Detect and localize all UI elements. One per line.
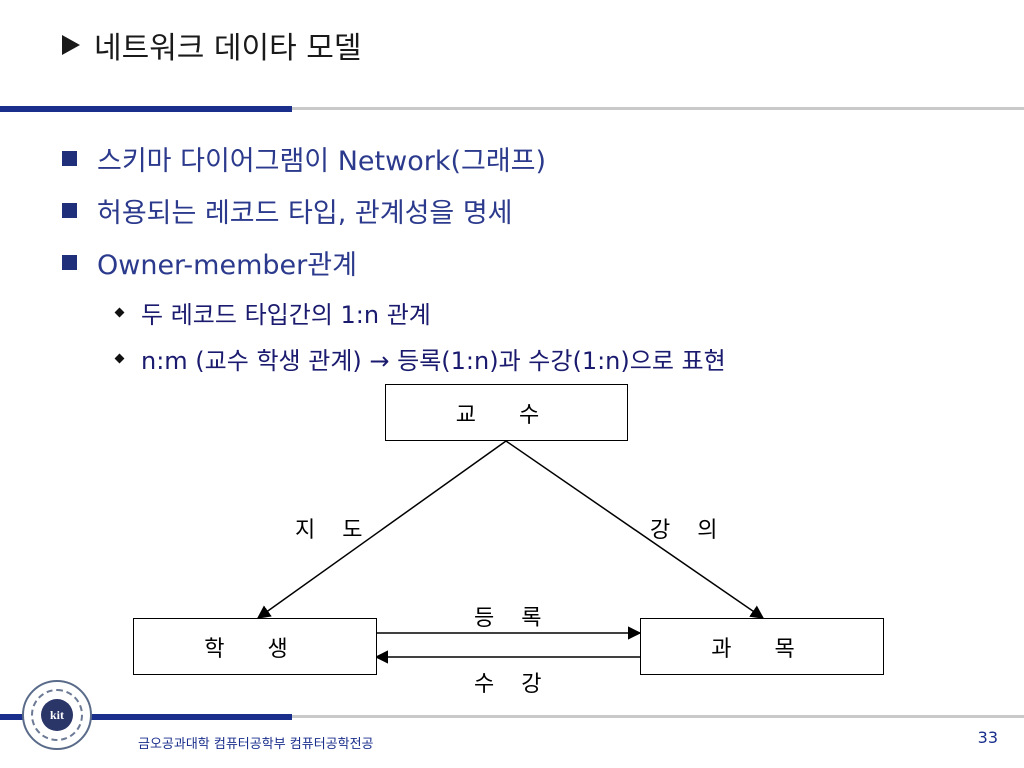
bullet-item: 허용되는 레코드 타입, 관계성을 명세 [62, 191, 513, 229]
footer-institution: 금오공과대학 컴퓨터공학부 컴퓨터공학전공 [138, 737, 374, 752]
university-logo: kit [22, 680, 92, 750]
edge-label-take: 수 강 [474, 672, 552, 697]
bullet-item: Owner-member관계 [62, 243, 357, 281]
edge-label-enroll: 등 록 [474, 606, 552, 631]
title-rule-accent [0, 106, 292, 112]
sub-bullet-item: n:m (교수 학생 관계) → 등록(1:n)과 수강(1:n)으로 표현 [114, 340, 726, 376]
footer-rule [292, 715, 1024, 718]
bullet-text: Owner-member관계 [97, 249, 357, 281]
bullet-text: 허용되는 레코드 타입, 관계성을 명세 [97, 197, 513, 229]
sub-bullet-text: 두 레코드 타입간의 1:n 관계 [141, 300, 431, 329]
square-bullet-icon [62, 202, 77, 218]
node-professor: 교 수 [385, 384, 628, 441]
edge-label-advise: 지 도 [295, 518, 373, 543]
diamond-bullet-icon [114, 307, 125, 317]
page-number: 33 [977, 728, 998, 747]
node-label: 학 생 [204, 636, 306, 662]
slide-title-row: 네트워크 데이타 모델 [62, 22, 361, 68]
sub-bullet-text: n:m (교수 학생 관계) → 등록(1:n)과 수강(1:n)으로 표현 [141, 346, 726, 375]
node-label: 교 수 [455, 402, 558, 428]
diamond-bullet-icon [114, 353, 125, 363]
title-rule [292, 107, 1024, 110]
bullet-item: 스키마 다이어그램이 Network(그래프) [62, 139, 546, 177]
bullet-text: 스키마 다이어그램이 Network(그래프) [97, 145, 547, 177]
play-triangle-icon [62, 35, 80, 55]
logo-text: kit [41, 699, 73, 731]
node-student: 학 생 [133, 618, 377, 675]
square-bullet-icon [62, 150, 77, 166]
square-bullet-icon [62, 254, 77, 270]
slide-title: 네트워크 데이타 모델 [94, 31, 362, 66]
node-course: 과 목 [640, 618, 884, 675]
logo-ring: kit [31, 689, 83, 741]
node-label: 과 목 [711, 636, 813, 662]
edge-label-lecture: 강 의 [650, 518, 728, 543]
footer-rule-accent [0, 714, 292, 720]
sub-bullet-item: 두 레코드 타입간의 1:n 관계 [114, 294, 431, 330]
